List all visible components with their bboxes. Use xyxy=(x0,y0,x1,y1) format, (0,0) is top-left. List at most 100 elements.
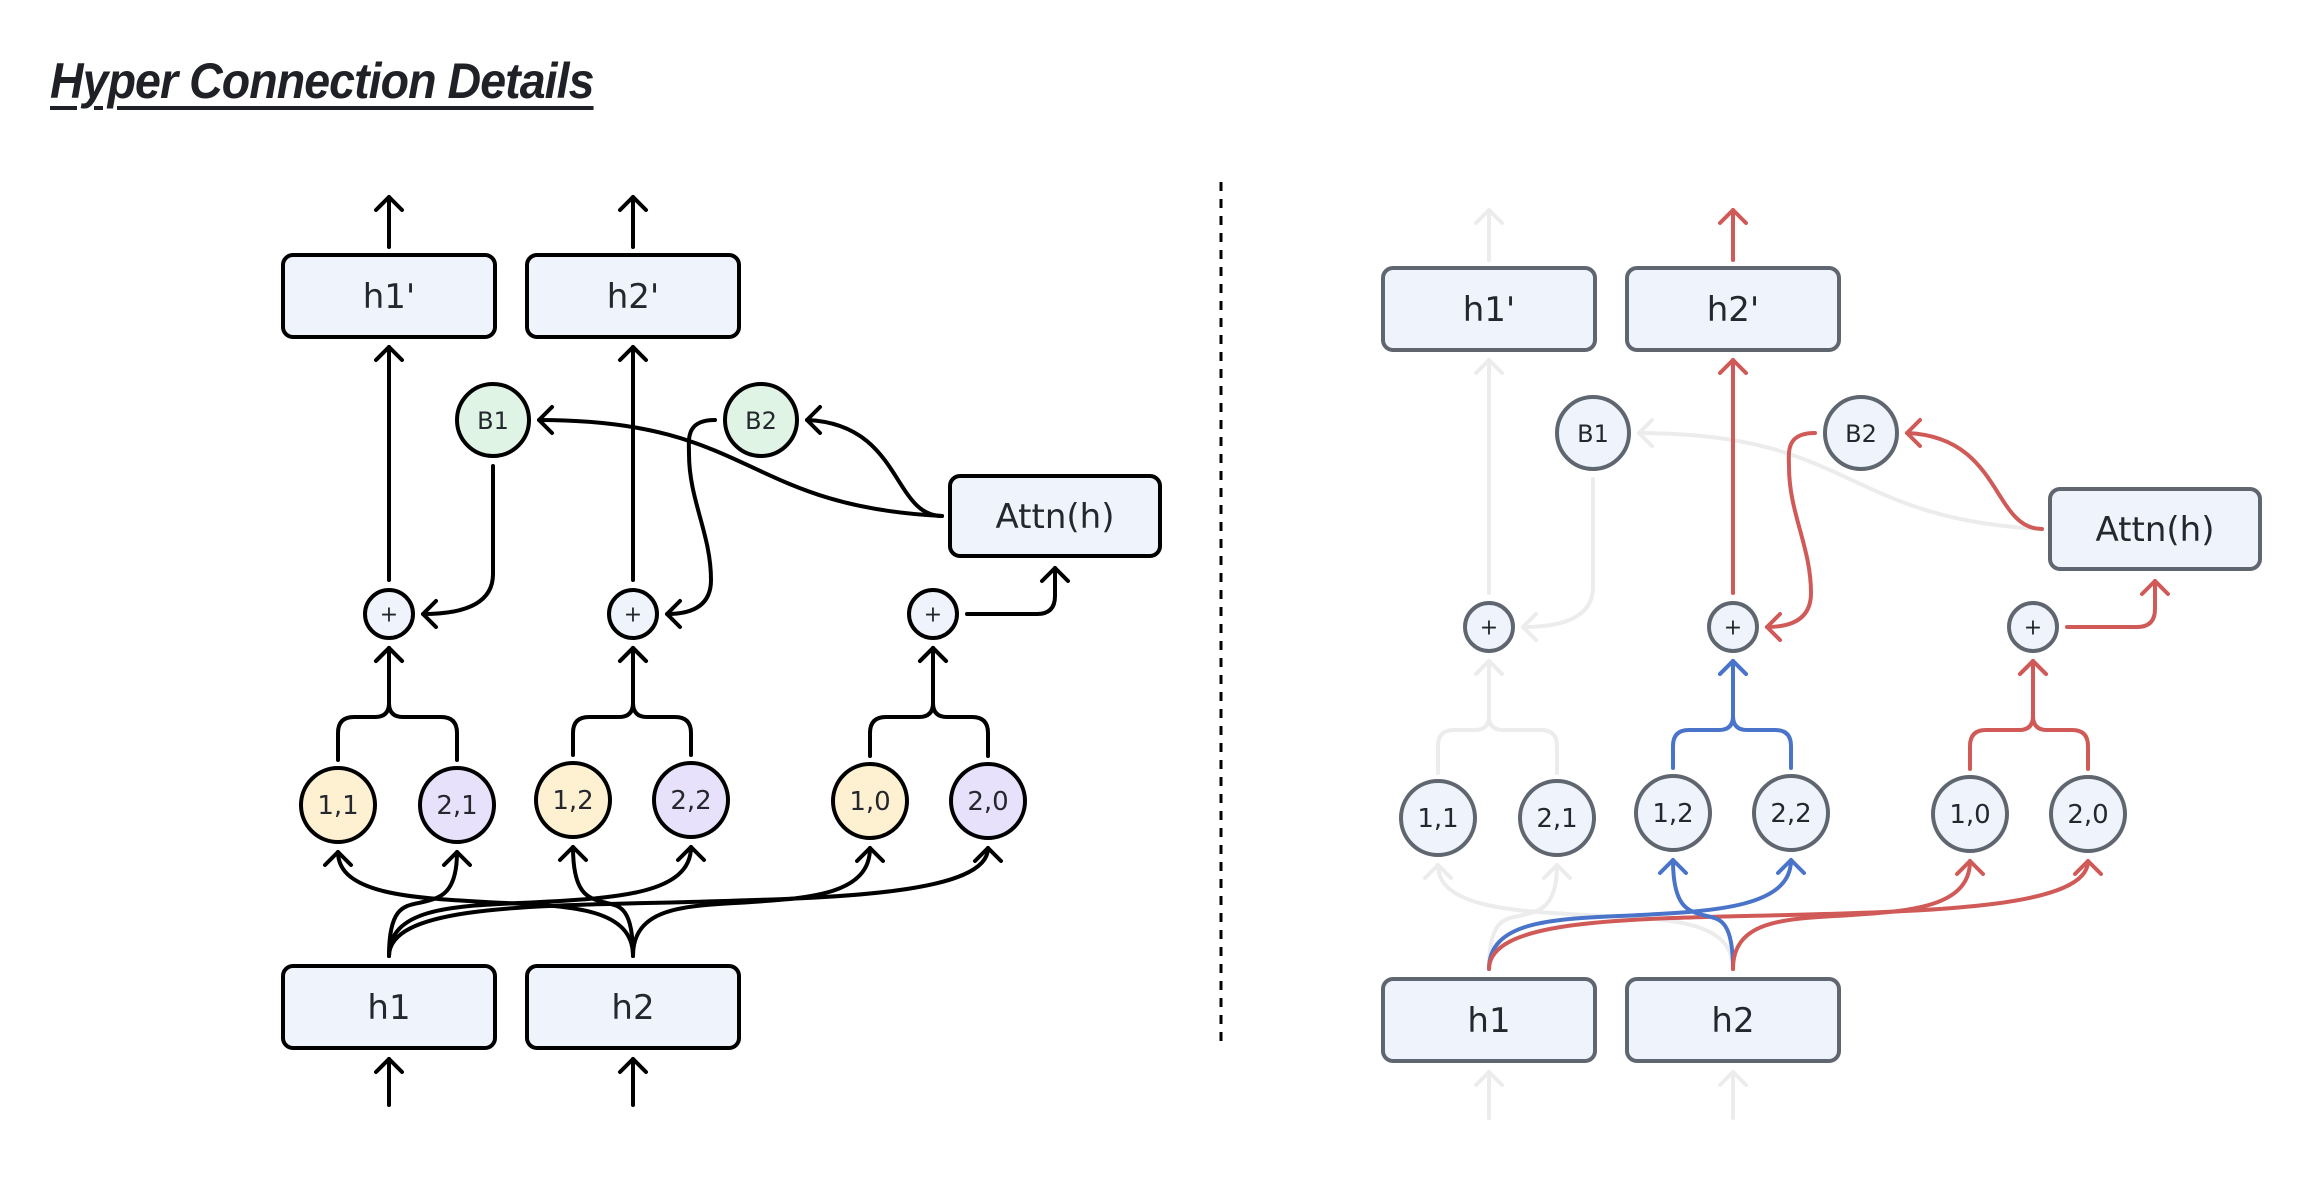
node-weight-1-0-label: 1,0 xyxy=(849,787,890,817)
edge-h1-to-n21 xyxy=(1487,863,1559,971)
node-h1-label: h1 xyxy=(1467,1001,1510,1041)
node-weight-1-0-shape xyxy=(831,762,909,840)
node-attn: Attn(h) xyxy=(948,474,1162,558)
node-b1-shape xyxy=(455,382,531,458)
node-attn-shape xyxy=(948,474,1162,558)
edge-b2-to-plus2 xyxy=(665,418,717,616)
edge-n22-to-p2-arrowhead xyxy=(1718,659,1748,676)
node-weight-1-2-shape xyxy=(534,761,612,839)
node-h2-out-label: h2' xyxy=(607,277,660,317)
node-h2: h2 xyxy=(1625,977,1841,1063)
node-h1-shape xyxy=(281,964,497,1050)
node-attn-shape xyxy=(2048,487,2262,571)
node-weight-1-2-label: 1,2 xyxy=(1652,799,1693,829)
node-plus-0-label: + xyxy=(924,603,942,628)
node-h2-label: h2 xyxy=(611,988,654,1028)
edge-h1-to-n21-arrowhead xyxy=(442,850,472,867)
page-title: Hyper Connection Details xyxy=(50,53,594,109)
edge-attn-to-b2-arrowhead xyxy=(805,405,822,435)
edge-n21-to-p1-arrowhead xyxy=(1474,659,1504,676)
edge-plus0-to-attn xyxy=(965,566,1057,616)
edge-h2-to-n11 xyxy=(336,850,635,958)
edge-attn-to-b1 xyxy=(1637,431,2044,531)
edge-n10-to-p0 xyxy=(1968,659,2035,771)
edge-plus0-to-attn-arrowhead xyxy=(1040,566,1070,583)
node-weight-1-1-shape xyxy=(299,766,377,844)
node-h1-out-shape xyxy=(281,253,497,339)
edge-input-h2-arrowhead xyxy=(1718,1070,1748,1087)
node-h2-label: h2 xyxy=(1711,1001,1754,1041)
edge-h1-to-n22-arrowhead xyxy=(1776,858,1806,875)
edge-b1-to-plus1-arrowhead xyxy=(1521,612,1538,642)
node-plus-2: + xyxy=(607,588,659,640)
edge-b1-to-plus1 xyxy=(421,464,495,616)
edge-b2-to-plus2-arrowhead xyxy=(665,599,682,629)
node-h2-out: h2' xyxy=(525,253,741,339)
edge-plus0-to-attn xyxy=(2065,579,2157,629)
edge-plus0-to-attn-arrowhead xyxy=(2140,579,2170,596)
node-weight-1-2: 1,2 xyxy=(534,761,612,839)
node-plus-0-shape xyxy=(907,588,959,640)
node-b1-label: B1 xyxy=(477,407,509,435)
node-h2-out-shape xyxy=(525,253,741,339)
node-plus-0: + xyxy=(907,588,959,640)
node-h1-out-label: h1' xyxy=(363,277,416,317)
node-plus-1-label: + xyxy=(1480,616,1498,641)
edge-input-h1-arrowhead xyxy=(374,1057,404,1074)
edge-h2-to-n12 xyxy=(1671,858,1735,971)
node-plus-1-label: + xyxy=(380,603,398,628)
node-b2: B2 xyxy=(1823,395,1899,471)
node-h1-out: h1' xyxy=(1381,266,1597,352)
node-weight-1-0-label: 1,0 xyxy=(1949,800,1990,830)
node-h2-out: h2' xyxy=(1625,266,1841,352)
edge-n20-to-p0-arrowhead xyxy=(918,646,948,663)
node-weight-1-0: 1,0 xyxy=(1931,775,2009,853)
node-weight-1-1: 1,1 xyxy=(299,766,377,844)
edge-attn-to-b1-arrowhead xyxy=(537,405,554,435)
node-plus-2-shape xyxy=(1707,601,1759,653)
node-weight-1-1-shape xyxy=(1399,779,1477,857)
edge-b1-to-plus1 xyxy=(1521,477,1595,629)
edge-h1-to-n20 xyxy=(387,846,990,958)
node-weight-2-1-label: 2,1 xyxy=(1536,804,1577,834)
node-weight-2-0-label: 2,0 xyxy=(967,787,1008,817)
node-plus-2-shape xyxy=(607,588,659,640)
node-weight-1-2-shape xyxy=(1634,774,1712,852)
edge-attn-to-b1-arrowhead xyxy=(1637,418,1654,448)
edge-n22-to-p2 xyxy=(1731,659,1793,770)
edge-output-h1-arrowhead xyxy=(1474,208,1504,225)
node-h1-shape xyxy=(1381,977,1597,1063)
edge-h2-to-n12-arrowhead xyxy=(558,845,588,862)
node-b2-shape xyxy=(723,382,799,458)
node-attn: Attn(h) xyxy=(2048,487,2262,571)
node-plus-1: + xyxy=(1463,601,1515,653)
node-h1-out-shape xyxy=(1381,266,1597,352)
edge-h1-to-n22 xyxy=(387,845,693,958)
edge-output-h2-arrowhead xyxy=(618,195,648,212)
edge-attn-to-b2 xyxy=(805,418,944,518)
node-weight-2-1-shape xyxy=(418,766,496,844)
node-weight-1-0: 1,0 xyxy=(831,762,909,840)
node-plus-2: + xyxy=(1707,601,1759,653)
node-plus-0-label: + xyxy=(2024,616,2042,641)
edge-h2-to-n12-arrowhead xyxy=(1658,858,1688,875)
node-weight-1-1-label: 1,1 xyxy=(1417,804,1458,834)
edge-h2-to-n10 xyxy=(631,846,872,958)
node-h1-out-label: h1' xyxy=(1463,290,1516,330)
node-b2-label: B2 xyxy=(1845,420,1877,448)
node-weight-2-0-shape xyxy=(949,762,1027,840)
node-b1: B1 xyxy=(1555,395,1631,471)
edge-h2-to-n11-arrowhead xyxy=(323,850,353,867)
node-weight-2-0-label: 2,0 xyxy=(2067,800,2108,830)
edges xyxy=(1423,208,2170,1120)
edge-plus2-to-h2-out-arrowhead xyxy=(1718,358,1748,375)
edge-h1-to-n21-arrowhead xyxy=(1542,863,1572,880)
node-weight-1-1-label: 1,1 xyxy=(317,791,358,821)
node-b2-shape xyxy=(1823,395,1899,471)
edge-h1-to-n21 xyxy=(387,850,459,958)
node-h1: h1 xyxy=(1381,977,1597,1063)
edge-n20-to-p0-arrowhead xyxy=(2018,659,2048,676)
